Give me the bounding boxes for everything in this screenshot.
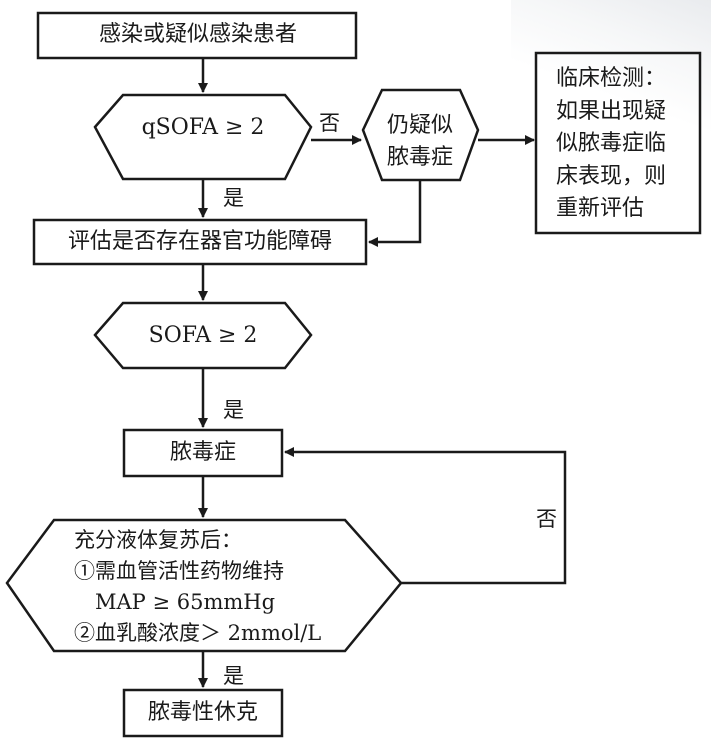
arrow-criteria-loop-to-sepsis [284, 447, 567, 585]
still-suspect-hexagon [361, 88, 480, 182]
criteria-line-4: ②血乳酸浓度＞ 2mmol/L [74, 621, 322, 645]
sofa-yes-label: 是 [223, 398, 244, 422]
assess-box [32, 218, 368, 266]
sofa-node-label: SOFA ≥ 2 [148, 323, 258, 348]
shock-box [122, 688, 284, 738]
monitor-line-2: 如果出现疑 [556, 98, 667, 124]
criteria-yes-label: 是 [223, 664, 244, 688]
qsofa-node-label: qSOFA ≥ 2 [141, 115, 265, 140]
sepsis-node-label: 脓毒症 [169, 440, 237, 465]
monitor-line-4: 床表现，则 [556, 163, 667, 189]
assess-node-label: 评估是否存在器官功能障碍 [67, 229, 333, 254]
monitor-line-5: 重新评估 [556, 196, 645, 221]
qsofa-yes-label: 是 [223, 186, 244, 210]
criteria-line-3: MAP ≥ 65mmHg [74, 590, 276, 614]
start-node-label: 感染或疑似感染患者 [98, 22, 298, 47]
qsofa-no-label: 否 [319, 111, 340, 135]
arrow-still-suspect-to-assess [368, 180, 422, 247]
sofa-hexagon [93, 301, 313, 370]
criteria-no-label: 否 [536, 507, 557, 531]
start-box [36, 11, 358, 60]
criteria-line-2: ①需血管活性药物维持 [74, 559, 284, 583]
monitor-line-1: 临床检测： [556, 66, 667, 91]
shock-node-label: 脓毒性休克 [147, 700, 259, 725]
criteria-line-1: 充分液体复苏后： [74, 528, 242, 552]
monitor-node-label: 临床检测： 如果出现疑 似脓毒症临 床表现，则 重新评估 [556, 63, 666, 226]
still-suspect-line-1: 仍疑似 [386, 113, 454, 138]
still-suspect-node-label: 仍疑似 脓毒症 [387, 110, 453, 174]
criteria-node-label: 充分液体复苏后： ①需血管活性药物维持 MAP ≥ 65mmHg ②血乳酸浓度＞… [74, 525, 321, 649]
still-suspect-line-2: 脓毒症 [386, 145, 454, 170]
qsofa-hexagon [93, 93, 313, 181]
monitor-line-3: 似脓毒症临 [556, 131, 667, 156]
monitor-box [534, 51, 702, 235]
